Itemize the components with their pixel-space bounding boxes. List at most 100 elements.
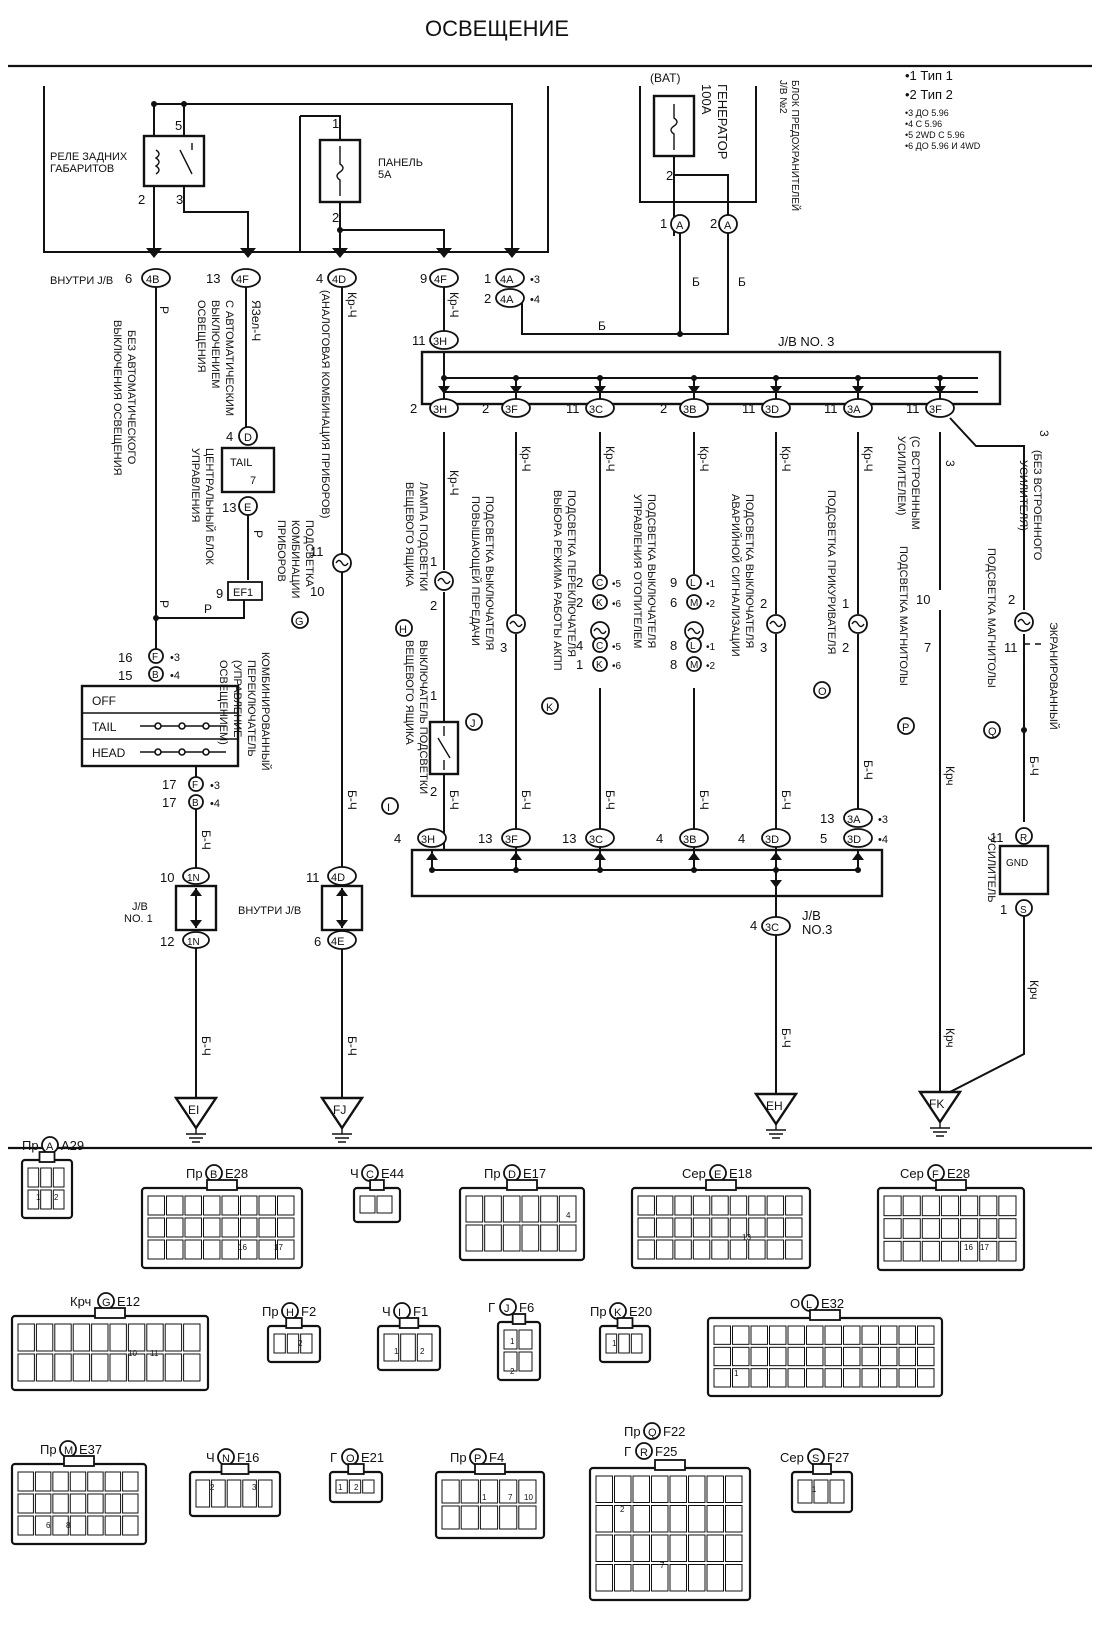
wire-yg: ЯЗел-Ч — [249, 300, 263, 341]
connector-letter: G — [102, 1297, 111, 1309]
jb3-out-code: 3H — [433, 404, 447, 416]
jb3-out-code: 3F — [505, 404, 518, 416]
conn-a1-letter: A — [676, 220, 684, 232]
ef1-pin: 9 — [216, 586, 223, 601]
c5-code: 4A — [500, 274, 514, 286]
connector-cavity — [104, 1493, 122, 1514]
connector-cavity — [692, 1239, 711, 1260]
connector-cavity — [614, 1505, 632, 1533]
wire-krch2-b7: Крч — [943, 766, 957, 786]
connector-letter-ring — [643, 1422, 661, 1440]
rq-pin-11: 11 — [1004, 640, 1018, 655]
connector-cavity — [540, 1224, 558, 1252]
jb3-top-in — [429, 330, 459, 350]
connector-cavity — [787, 1346, 805, 1367]
connector-body — [10, 1462, 148, 1546]
callout-k — [541, 697, 559, 715]
connector-cavity — [273, 1333, 286, 1354]
wire-r-3: Р — [251, 530, 265, 538]
connector-latch — [63, 1455, 95, 1467]
connector-cavity — [17, 1493, 34, 1514]
amp-pin-11: 11 — [990, 830, 1004, 845]
connector-pin-label: 2 — [620, 1505, 625, 1514]
connector-pin-label: 17 — [980, 1243, 989, 1252]
connector-cavity — [27, 1167, 40, 1188]
cs-head: HEAD — [92, 746, 126, 760]
connector-cavity — [87, 1515, 104, 1536]
pin-letter: M — [690, 598, 698, 609]
connector-cavity — [748, 1195, 766, 1216]
connector-cavity — [766, 1195, 785, 1216]
radio-label-2: УСИЛИТЕЛЕМ) — [895, 436, 907, 515]
connector-cavity — [166, 1195, 184, 1216]
connector-cavity — [109, 1323, 127, 1352]
connector-cavity — [484, 1224, 502, 1252]
combo-label-2: ПЕРЕКЛЮЧАТЕЛЬ — [245, 660, 257, 757]
lighter-label: ПОДСВЕТКА ПРИКУРИВАТЕЛЯ — [825, 490, 837, 654]
jb3-bot-arrow — [594, 852, 606, 860]
connector-cavity — [711, 1195, 729, 1216]
connector-cavity — [211, 1479, 226, 1508]
wire-bch-b3: Б-Ч — [603, 790, 617, 810]
jb3-bot-arrow — [510, 852, 522, 860]
connector-cavity — [843, 1325, 861, 1345]
connector-cavity — [750, 1368, 768, 1388]
connector-cavity — [595, 1505, 613, 1533]
wire-krch-b6: Кр-Ч — [861, 446, 875, 472]
connector-cavity — [711, 1217, 729, 1238]
connector-code: F27 — [827, 1450, 849, 1465]
connector-cavity — [52, 1471, 69, 1492]
connector-color: Г — [624, 1444, 631, 1459]
connector-cavity — [502, 1224, 521, 1252]
amp-pin-1: 1 — [1000, 902, 1007, 917]
cs-pin-16: 16 — [118, 650, 132, 665]
connector-cavity — [813, 1479, 829, 1504]
wire-bch-b4: Б-Ч — [697, 790, 711, 810]
connector-cavity — [479, 1479, 499, 1504]
connector-pin-label: 11 — [150, 1349, 159, 1358]
left-section: Р БЕЗ АВТОМАТИЧЕСКОГО ВЫКЛЮЧЕНИЯ ОСВЕЩЕН… — [80, 287, 276, 1143]
connector-cavity — [692, 1195, 711, 1216]
jb3-out-pin: 2 — [410, 401, 417, 416]
relay-pin-5: 5 — [175, 118, 182, 133]
connector-cavity — [806, 1368, 824, 1388]
connector-cavity — [87, 1471, 104, 1492]
inside-jb-label: ВНУТРИ J/B — [50, 275, 113, 287]
jb3-in-ring — [501, 828, 531, 848]
jb3-bot-arrow — [426, 852, 438, 860]
connector-code: F25 — [655, 1444, 677, 1459]
connector-cavity — [300, 1333, 313, 1354]
connector-cavity — [127, 1353, 146, 1382]
legend-note4: •4 С 5.96 — [905, 119, 942, 129]
page-title: ОСВЕЩЕНИЕ — [425, 16, 569, 41]
connector-cavity — [104, 1471, 122, 1492]
radio-pin-7: 7 — [924, 640, 931, 655]
pin-number: 9 — [670, 575, 677, 590]
connector-color: О — [790, 1296, 800, 1311]
wire-bch-b8: Б-Ч — [1027, 756, 1041, 776]
pin-ring — [686, 594, 702, 610]
connector-cavity — [258, 1195, 276, 1216]
callout-h-letter: H — [399, 624, 407, 636]
connector-cavity — [277, 1217, 295, 1238]
connector-cavity — [940, 1195, 960, 1217]
jb3-in-code: 3F — [505, 834, 518, 846]
callout-j-letter: J — [470, 718, 476, 730]
c6-conn — [495, 288, 525, 308]
amp-conn-s-letter: S — [1020, 905, 1027, 916]
connector-pin-label: 1 — [394, 1347, 399, 1356]
connector-cavity — [729, 1195, 748, 1216]
connector-cavity — [713, 1368, 731, 1388]
connector-cavity — [34, 1471, 52, 1492]
radio-no-label-1: (БЕЗ ВСТРОЕННОГО — [1031, 450, 1043, 561]
amplifier — [998, 844, 1050, 896]
callout-o — [813, 681, 831, 699]
jb3-top-in-code: 3H — [433, 336, 447, 348]
connector-cavity — [72, 1353, 91, 1382]
connector-cavity — [540, 1195, 558, 1223]
